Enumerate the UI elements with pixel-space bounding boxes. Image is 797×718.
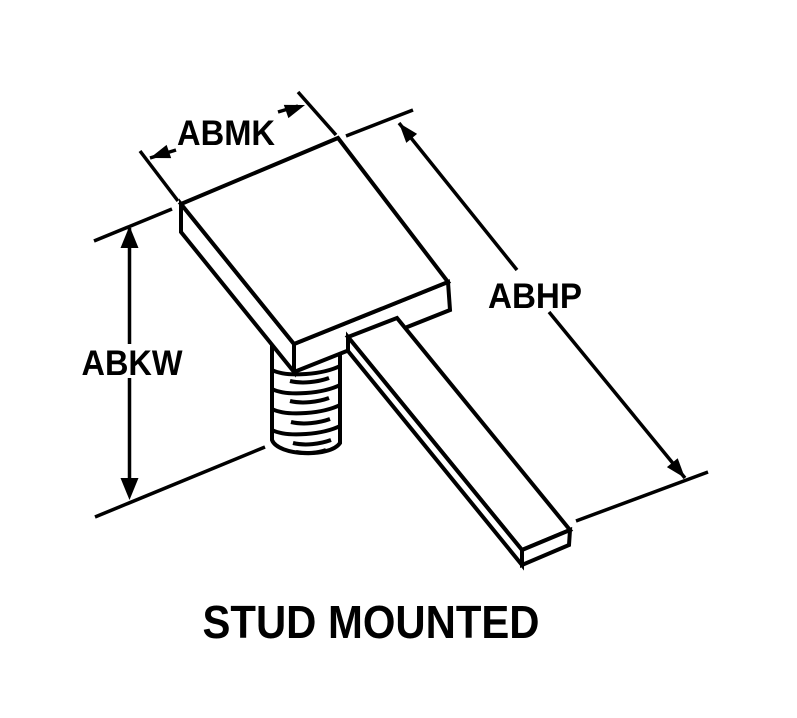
abmk-extension-line-right xyxy=(296,90,338,137)
abhp-dimension-line xyxy=(397,121,687,480)
dim-abmk: ABMK xyxy=(138,90,338,203)
tab-end-face xyxy=(520,526,573,569)
dim-abkw: ABKW xyxy=(82,207,266,519)
stud-thread-arcs xyxy=(271,364,341,437)
abkw-extension-line-top xyxy=(93,207,173,243)
abmk-arrowhead-right xyxy=(283,104,305,119)
abhp-arrowhead-bottom xyxy=(666,458,685,478)
abkw-arrowhead-bottom xyxy=(120,478,139,500)
diagram-title: STUD MOUNTED xyxy=(203,596,540,648)
plate-top-face xyxy=(177,135,452,347)
abhp-extension-line-top xyxy=(345,108,414,138)
abmk-arrowhead-left xyxy=(150,144,172,159)
tab-top-face xyxy=(344,315,574,553)
label-abhp: ABHP xyxy=(488,277,582,316)
abhp-arrowhead-top xyxy=(399,123,418,143)
abkw-extension-line-bottom xyxy=(94,445,266,519)
dim-abhp: ABHP xyxy=(345,108,709,523)
label-abmk: ABMK xyxy=(177,114,275,153)
abkw-arrowhead-top xyxy=(120,226,139,248)
abmk-extension-line-left xyxy=(138,149,180,203)
abhp-extension-line-bottom xyxy=(575,470,709,523)
stud-thread-dashes xyxy=(289,376,332,456)
label-abkw: ABKW xyxy=(82,344,183,383)
